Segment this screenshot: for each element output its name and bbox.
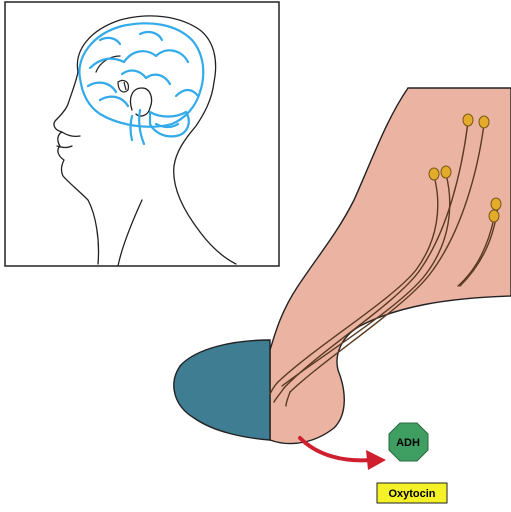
adh-label: ADH (396, 437, 420, 449)
oxytocin-label: Oxytocin (388, 488, 435, 500)
anterior-lobe (174, 340, 270, 440)
cell-body (491, 198, 501, 210)
cell-body (479, 116, 489, 128)
cell-body (441, 166, 451, 178)
cell-body (463, 114, 473, 126)
inset-frame (5, 2, 279, 266)
adh-marker: ADH (389, 423, 428, 461)
head-inset (5, 2, 279, 266)
oxytocin-marker: Oxytocin (377, 483, 447, 503)
release-arrow-icon (300, 438, 386, 470)
cell-body (489, 210, 499, 222)
cell-body (429, 168, 439, 180)
